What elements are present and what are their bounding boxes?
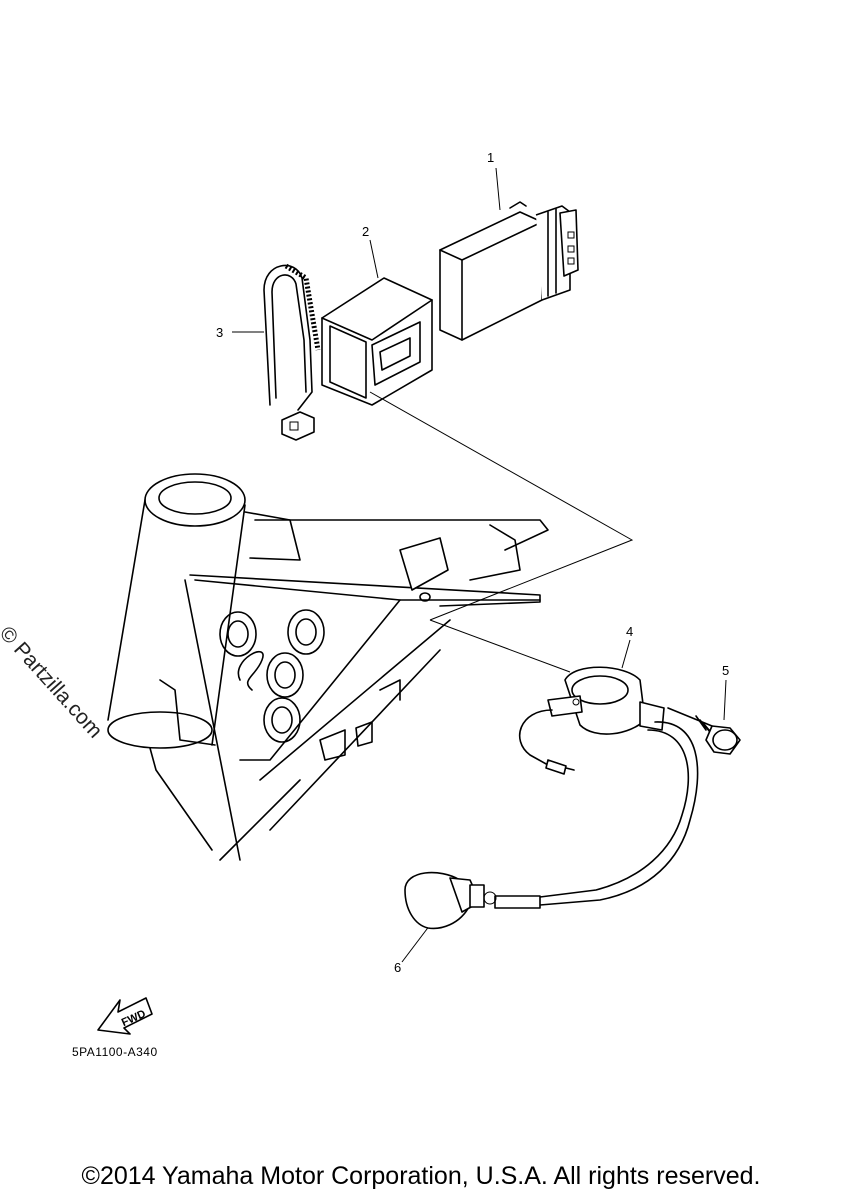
catalog-code: 5PA1100-A340 — [72, 1045, 158, 1059]
leader-lines — [232, 167, 727, 963]
callout-3: 3 — [216, 325, 223, 340]
fwd-arrow-icon: FWD — [97, 997, 153, 1035]
part-1-cdi-unit — [439, 201, 579, 341]
callout-1: 1 — [487, 150, 494, 165]
part-5-bolt — [667, 707, 741, 755]
callout-5: 5 — [722, 663, 729, 678]
callout-4: 4 — [626, 624, 633, 639]
part-2-holder — [321, 277, 433, 406]
part-3-band — [263, 263, 321, 441]
callout-2: 2 — [362, 224, 369, 239]
callout-6: 6 — [394, 960, 401, 975]
frame-structure — [107, 473, 549, 861]
copyright-notice: ©2014 Yamaha Motor Corporation, U.S.A. A… — [81, 1162, 761, 1190]
part-4-ignition-coil — [494, 666, 699, 909]
part-6-plug-cap — [404, 871, 497, 930]
